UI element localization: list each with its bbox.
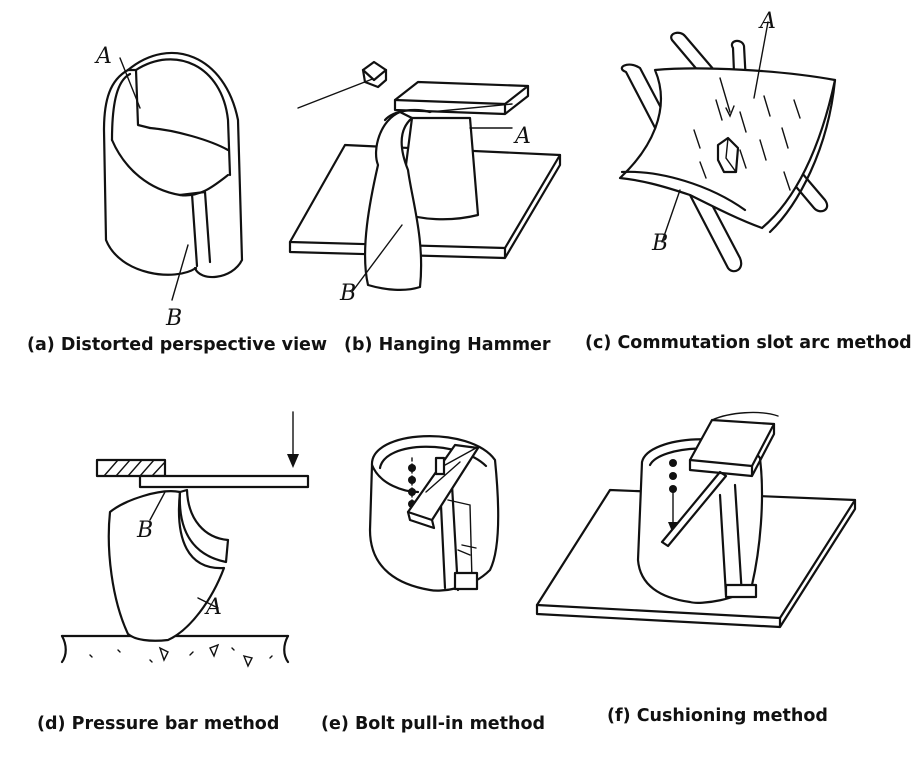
panel-a-label-a: A	[94, 44, 112, 69]
panel-b-drawing: A B	[288, 60, 562, 306]
panel-f-drawing	[535, 411, 857, 629]
panel-c-label-b: B	[651, 231, 668, 256]
caption-f: (f) Cushioning method	[607, 706, 828, 726]
panel-b-label-b: B	[339, 281, 356, 306]
caption-c: (c) Commutation slot arc method	[585, 333, 912, 353]
panel-d-drawing: B A	[60, 411, 310, 668]
panel-b-label-a: A	[513, 124, 531, 149]
panel-d-label-b: B	[136, 518, 153, 543]
panel-a-label-b: B	[165, 306, 182, 331]
caption-a: (a) Distorted perspective view	[27, 335, 328, 355]
panel-c-label-a: A	[758, 9, 776, 34]
panel-d-label-a: A	[204, 595, 222, 620]
panel-c-drawing: A B	[618, 9, 837, 273]
panel-a-drawing: A B	[94, 44, 244, 331]
panel-e-drawing	[368, 435, 500, 592]
caption-e: (e) Bolt pull-in method	[321, 714, 546, 734]
caption-b: (b) Hanging Hammer	[344, 335, 551, 355]
caption-d: (d) Pressure bar method	[37, 714, 280, 734]
